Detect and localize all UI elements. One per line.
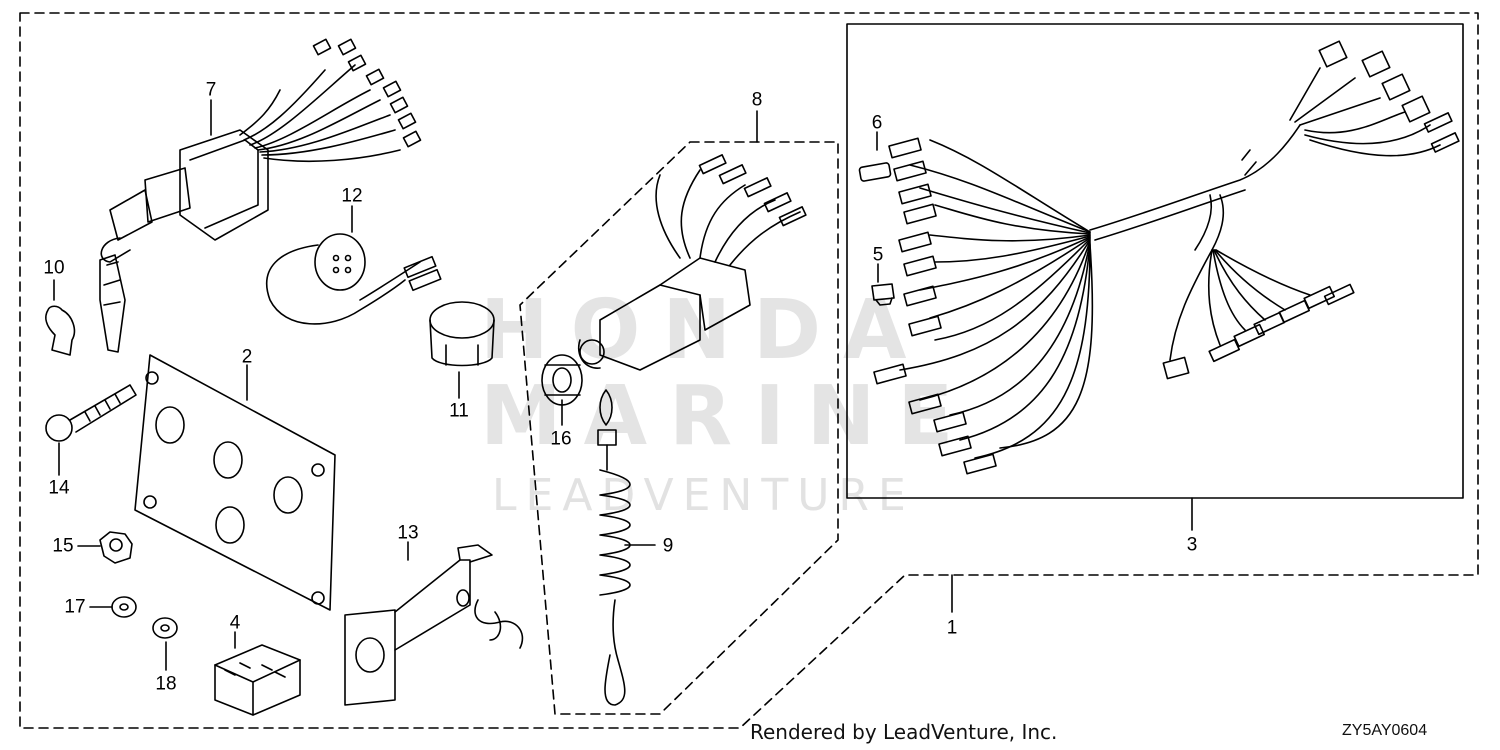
- callout-8: 8: [751, 89, 763, 111]
- part-5-pin: [871, 283, 895, 306]
- callout-12: 12: [341, 185, 363, 207]
- part-7-ignition-switch: [99, 38, 422, 353]
- callout-1: 1: [946, 617, 958, 639]
- callout-13: 13: [397, 522, 419, 544]
- part-9-lanyard: [597, 389, 631, 706]
- part-11-band: [429, 301, 495, 367]
- outer-dashed-boundary: [19, 12, 1479, 729]
- part-8-switch: [578, 154, 807, 371]
- footer-credit: Rendered by LeadVenture, Inc.: [750, 720, 1058, 744]
- part-3-harness: [873, 40, 1460, 475]
- callout-6: 6: [871, 112, 883, 134]
- callout-15: 15: [52, 535, 74, 557]
- callout-16: 16: [550, 428, 572, 450]
- callout-4: 4: [229, 612, 241, 634]
- part-2-plate: [134, 354, 336, 611]
- diagram-code: ZY5AY0604: [1342, 722, 1428, 739]
- callout-9: 9: [662, 535, 674, 557]
- part-17-washer: [111, 596, 137, 618]
- part-4-connector: [214, 644, 301, 716]
- harness-box: [846, 23, 1464, 499]
- callout-14: 14: [48, 477, 70, 499]
- watermark-leadventure: LEADVENTURE: [492, 470, 915, 521]
- callout-3: 3: [1186, 534, 1198, 556]
- callout-11: 11: [449, 400, 469, 422]
- callout-18: 18: [155, 673, 177, 695]
- callout-10: 10: [43, 257, 65, 279]
- part-6-sleeve: [858, 162, 892, 182]
- callout-2: 2: [241, 346, 253, 368]
- callout-17: 17: [64, 596, 86, 618]
- part-12-buzzer: [265, 233, 442, 325]
- part-18-washer: [152, 617, 178, 639]
- part-16-ring: [541, 354, 583, 406]
- part-15-nut: [99, 531, 133, 564]
- part-14-screw: [45, 384, 137, 442]
- callout-7: 7: [205, 79, 217, 101]
- part-13-bracket: [344, 544, 524, 706]
- callout-5: 5: [872, 244, 884, 266]
- part-10-clip: [45, 305, 76, 356]
- switch-group-dashed: [519, 141, 839, 715]
